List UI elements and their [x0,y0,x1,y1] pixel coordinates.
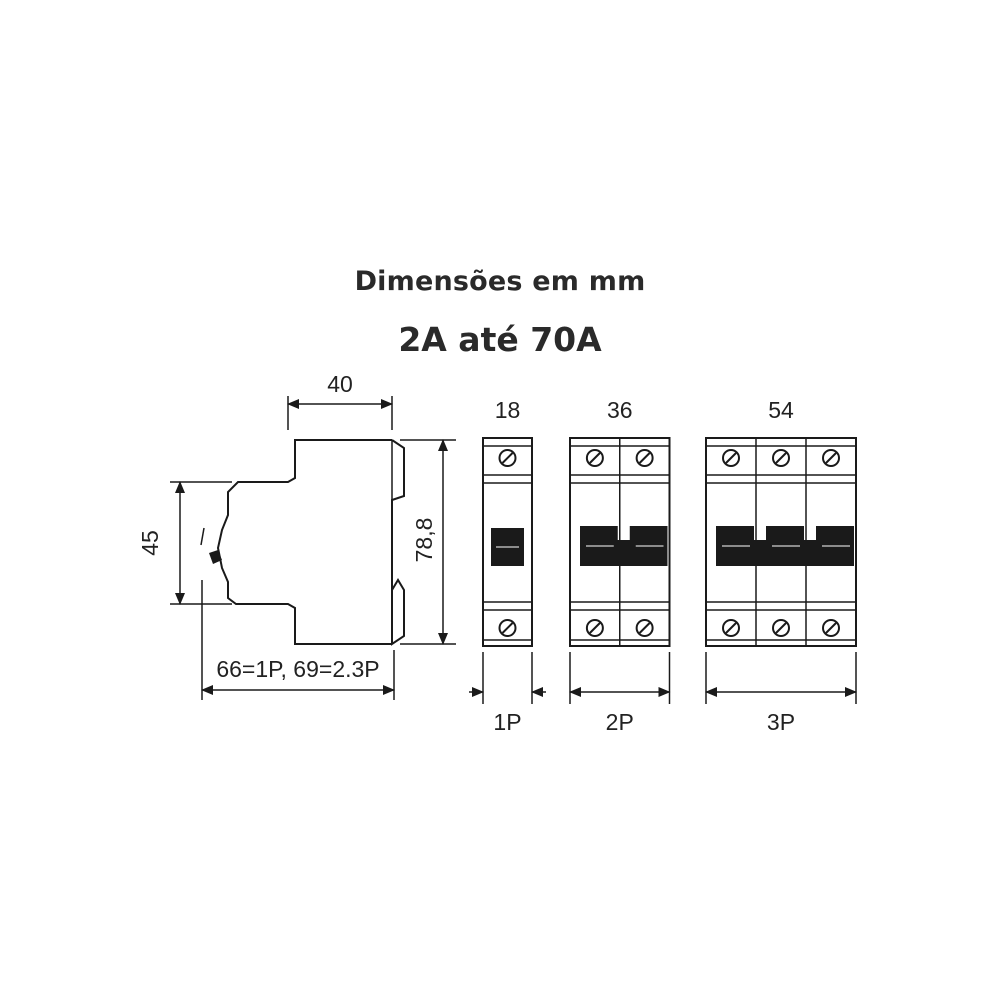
screw-terminal-icon [772,619,790,637]
front-views: 18 1P 36 2P 54 3P [469,397,857,735]
dim-depth-label: 66=1P, 69=2.3P [216,656,379,682]
screw-terminal-icon [822,619,840,637]
screw-terminal-icon [722,619,740,637]
screw-terminal-icon [822,449,840,467]
side-handle [209,550,222,564]
diagram-subtitle: 2A até 70A [398,320,602,359]
front-view-2p: 36 2P [569,397,671,735]
dim-height-label: 45 [137,530,163,556]
screw-terminal-icon [498,619,517,637]
side-din-clip [391,439,405,646]
pole-label-1p: 1P [493,709,521,735]
toggle-handle-icon [716,526,854,566]
front-view-1p: 18 1P [469,397,546,735]
screw-terminal-icon [585,619,604,637]
screw-terminal-icon [722,449,740,467]
front-width-label-1p: 18 [495,397,521,423]
toggle-handle-icon [580,526,668,566]
screw-terminal-icon [635,619,654,637]
screw-terminal-icon [498,449,517,467]
side-body-outline [216,439,392,645]
diagram-title: Dimensões em mm [354,266,646,297]
screw-terminal-icon [635,449,654,467]
side-view: 40 45 78,8 66=1P, 69=2.3P [137,371,456,700]
pole-label-2p: 2P [606,709,634,735]
screw-terminal-icon [585,449,604,467]
screw-terminal-icon [772,449,790,467]
dim-width-label: 40 [327,371,353,397]
dim-total-height-label: 78,8 [411,518,437,563]
front-width-label-2p: 36 [607,397,633,423]
front-width-label-3p: 54 [768,397,794,423]
front-view-3p: 54 3P [705,397,857,735]
pole-label-3p: 3P [767,709,795,735]
